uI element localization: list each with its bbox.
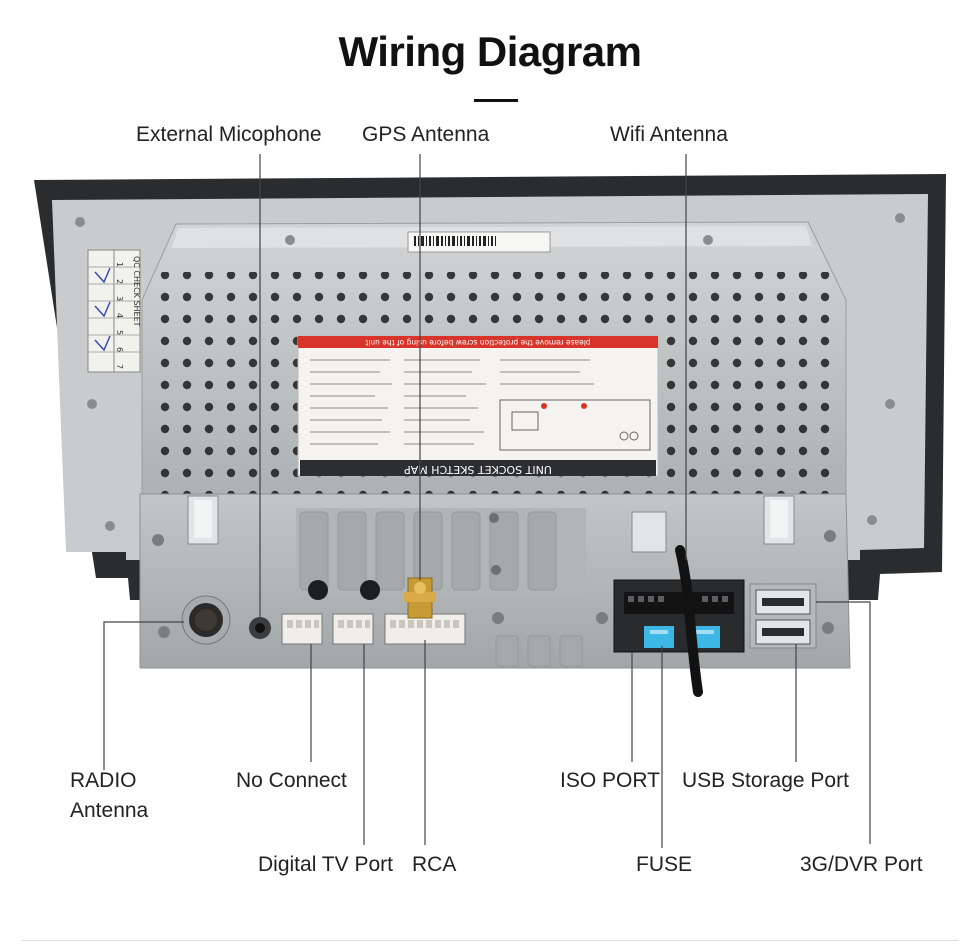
label-no-connect: No Connect <box>236 769 347 792</box>
qc-check-sheet: QC CHECK SHEET 1 2 3 4 5 6 7 <box>87 249 141 373</box>
qc-sheet-number: 1 <box>115 262 124 267</box>
qc-sheet-title: QC CHECK SHEET <box>132 256 141 327</box>
label-radio-antenna: RADIO <box>70 769 137 792</box>
label-radio-antenna-line2: Antenna <box>70 799 149 822</box>
qc-sheet-number: 7 <box>115 364 124 369</box>
label-usb-storage-port: USB Storage Port <box>682 769 849 792</box>
qc-sheet-number: 3 <box>115 296 124 301</box>
barcode <box>414 236 496 246</box>
label-rca: RCA <box>412 853 457 876</box>
label-gps-antenna: GPS Antenna <box>362 123 490 146</box>
qc-sheet-number: 2 <box>115 279 124 284</box>
title-underline <box>474 99 518 102</box>
iso-port-connector <box>613 579 745 653</box>
qc-sheet-number: 4 <box>115 313 124 318</box>
page-title: Wiring Diagram <box>338 28 643 75</box>
white-connectors <box>281 613 466 645</box>
leader-lines <box>103 154 871 848</box>
socket-sketch-map-sticker: UNIT SOCKET SKETCH MAP please remove the… <box>297 335 659 477</box>
sticker-header: UNIT SOCKET SKETCH MAP <box>404 463 552 476</box>
radio-antenna-socket <box>181 595 231 645</box>
microphone-jack <box>249 617 271 639</box>
label-digital-tv-port: Digital TV Port <box>258 853 393 876</box>
qc-sheet-number: 5 <box>115 330 124 335</box>
qc-sheet-number: 6 <box>115 347 124 352</box>
bottom-divider <box>22 940 958 941</box>
label-wifi-antenna: Wifi Antenna <box>610 123 728 146</box>
label-external-microphone: External Micophone <box>136 123 322 146</box>
sticker-notice: please remove the protection screw befor… <box>365 338 590 347</box>
wifi-antenna-cable <box>675 545 703 697</box>
usb-storage-ports <box>749 583 817 649</box>
label-iso-port: ISO PORT <box>560 769 660 792</box>
gps-connector <box>404 577 436 619</box>
label-3g-dvr-port: 3G/DVR Port <box>800 853 923 876</box>
label-fuse: FUSE <box>636 853 693 876</box>
